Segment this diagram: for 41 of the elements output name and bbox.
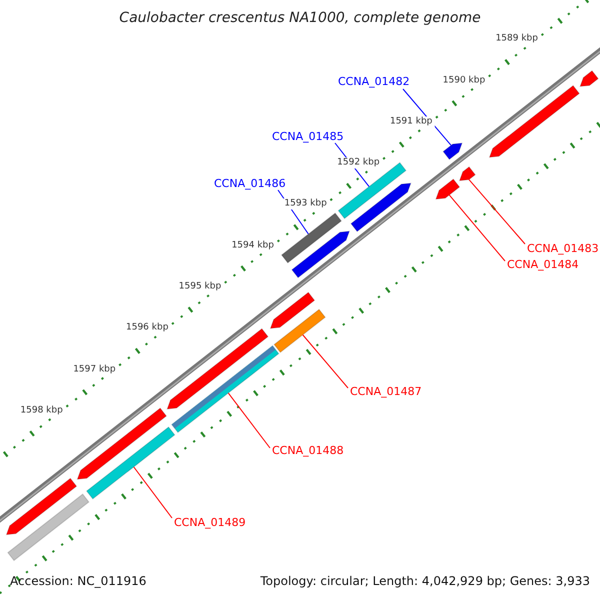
gene-label: CCNA_01488 xyxy=(272,445,344,456)
scale-label: 1589 kbp xyxy=(494,34,540,45)
leader-line xyxy=(228,392,270,448)
gene-label: CCNA_01483 xyxy=(527,243,599,254)
scale-label: 1593 kbp xyxy=(282,198,329,210)
accession-text: Accession: NC_011916 xyxy=(10,575,146,587)
gene-label: CCNA_01487 xyxy=(350,386,422,397)
gene-block xyxy=(350,182,412,232)
gene-block xyxy=(273,308,326,354)
gene-label: CCNA_01482 xyxy=(338,76,410,87)
scale-label: 1598 kbp xyxy=(18,405,65,416)
gene-block xyxy=(166,328,269,410)
gene-label: CCNA_01484 xyxy=(507,259,579,270)
gene-block xyxy=(442,142,463,160)
leader-line xyxy=(133,466,172,518)
scale-label: 1591 kbp xyxy=(388,116,434,128)
gene-block xyxy=(86,426,176,500)
scale-label: 1596 kbp xyxy=(124,322,170,334)
gene-label: CCNA_01486 xyxy=(214,178,286,189)
gene-block xyxy=(579,70,599,88)
gene-block xyxy=(280,212,342,264)
scale-label: 1594 kbp xyxy=(230,240,276,252)
genome-stats-text: Topology: circular; Length: 4,042,929 bp; Genes: 3,933 xyxy=(260,575,590,587)
gene-block xyxy=(488,84,580,158)
title: Caulobacter crescentus NA1000, complete genome xyxy=(119,11,481,25)
scale-label: 1597 kbp xyxy=(71,364,118,376)
gene-block xyxy=(6,478,78,536)
gene-block xyxy=(7,493,90,562)
leader-line xyxy=(448,194,506,262)
gene-block xyxy=(291,230,350,278)
scale-label: 1590 kbp xyxy=(440,75,488,86)
gene-label: CCNA_01489 xyxy=(174,517,246,528)
scale-label: 1592 kbp xyxy=(335,158,382,169)
gene-block xyxy=(435,178,460,200)
gene-block xyxy=(76,407,168,480)
gene-block xyxy=(458,166,476,182)
scale-label: 1595 kbp xyxy=(176,282,224,292)
gene-block xyxy=(270,292,316,329)
gene-label: CCNA_01485 xyxy=(272,131,344,142)
leader-line xyxy=(302,334,348,388)
leader-line xyxy=(468,179,526,244)
